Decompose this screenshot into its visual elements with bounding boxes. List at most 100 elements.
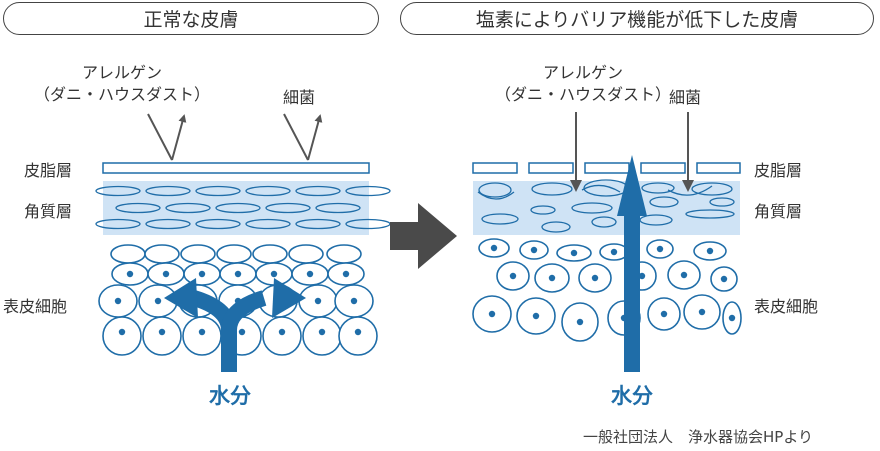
horny-cell xyxy=(691,182,733,196)
horny-cell xyxy=(478,182,512,198)
sebum-layer-broken xyxy=(472,162,741,174)
sebum-layer-intact xyxy=(102,162,370,174)
source-credit: 一般社団法人 浄水器協会HPより xyxy=(583,428,814,446)
horny-cell xyxy=(530,205,556,215)
epidermal-cell xyxy=(252,244,288,264)
cell-nucleus xyxy=(728,314,736,322)
horny-cell xyxy=(165,202,211,214)
cell-nucleus xyxy=(234,270,242,278)
damaged-skin-diagram xyxy=(472,112,742,372)
cell-nucleus xyxy=(198,328,206,336)
horny-cell xyxy=(295,218,341,230)
water-label-left: 水分 xyxy=(209,384,251,408)
water-split-arrow-icon xyxy=(164,278,306,372)
horny-cell xyxy=(571,202,613,214)
horny-cell xyxy=(95,185,141,197)
normal-skin-title-text: 正常な皮膚 xyxy=(143,9,239,31)
bacteria-reflect-arrow-icon xyxy=(283,113,323,161)
allergen-reflect-arrow-icon xyxy=(147,113,187,161)
sebum-layer-label-right: 皮脂層 xyxy=(754,161,803,180)
epidermal-cell xyxy=(326,244,362,264)
cell-nucleus xyxy=(720,275,728,283)
horny-cell xyxy=(195,185,241,197)
horny-cell xyxy=(265,202,311,214)
cell-nucleus xyxy=(126,270,134,278)
stratum-corneum-label-left: 角質層 xyxy=(24,202,73,221)
horny-cell xyxy=(145,218,191,230)
horny-cell xyxy=(245,218,291,230)
horny-cells-left xyxy=(95,185,391,230)
cell-nucleus xyxy=(278,328,286,336)
horny-cell xyxy=(649,196,679,208)
horny-cell xyxy=(481,213,519,225)
epidermal-cell xyxy=(262,316,302,356)
cell-nucleus xyxy=(270,270,278,278)
epidermal-cell xyxy=(144,244,180,264)
curled-horny-cell xyxy=(581,184,621,193)
horny-cell xyxy=(245,185,291,197)
cell-nucleus xyxy=(198,270,206,278)
horny-cell xyxy=(95,218,141,230)
cell-nucleus xyxy=(490,244,498,252)
water-label-right: 水分 xyxy=(611,384,653,408)
damaged-skin-title-text: 塩素によりバリア機能が低下した皮膚 xyxy=(475,9,799,31)
horny-cell xyxy=(685,209,735,219)
horny-cell xyxy=(195,218,241,230)
bacteria-label-left: 細菌 xyxy=(283,88,316,107)
cell-nucleus xyxy=(158,328,166,336)
horny-cell xyxy=(115,202,161,214)
epidermal-cell xyxy=(338,316,378,356)
cell-nucleus xyxy=(314,297,322,305)
horny-cell xyxy=(215,202,261,214)
cell-nucleus xyxy=(488,310,496,318)
cell-nucleus xyxy=(656,245,664,253)
cell-nucleus xyxy=(154,297,162,305)
horny-cell xyxy=(531,182,573,196)
normal-skin-diagram xyxy=(95,113,391,372)
allergen-label-right: アレルゲン （ダニ・ハウスダスト） xyxy=(495,62,671,106)
cell-nucleus xyxy=(570,249,578,257)
cell-nucleus xyxy=(660,310,668,318)
epidermal-cells-right xyxy=(472,238,742,342)
cell-nucleus xyxy=(306,270,314,278)
allergen-label-right-line1: アレルゲン xyxy=(542,63,624,82)
curled-horny-cell xyxy=(667,185,713,196)
allergen-penetrate-arrow-icon xyxy=(570,112,582,192)
cell-nucleus xyxy=(638,272,646,280)
cell-nucleus xyxy=(509,272,517,280)
cell-nucleus xyxy=(680,271,688,279)
epidermal-cell xyxy=(216,244,252,264)
horny-cell xyxy=(591,216,617,228)
stratum-corneum-label-right: 角質層 xyxy=(754,202,803,221)
cell-nucleus xyxy=(162,270,170,278)
cell-nucleus xyxy=(530,246,538,254)
bacteria-label-right: 細菌 xyxy=(669,88,702,107)
epidermal-cells-label-left: 表皮細胞 xyxy=(3,297,68,316)
water-escape-arrow-icon xyxy=(617,155,647,372)
allergen-label-left-line2: （ダニ・ハウスダスト） xyxy=(33,85,211,104)
sebum-layer-label-left: 皮脂層 xyxy=(24,161,73,180)
cell-nucleus xyxy=(342,270,350,278)
cell-nucleus xyxy=(238,328,246,336)
cell-nucleus xyxy=(698,308,706,316)
cell-nucleus xyxy=(548,274,556,282)
epidermal-cell xyxy=(110,244,146,264)
epidermal-cell xyxy=(102,316,142,356)
horny-cell xyxy=(345,185,391,197)
cell-nucleus xyxy=(114,297,122,305)
horny-cell xyxy=(145,185,191,197)
horny-cell xyxy=(541,221,571,233)
epidermal-cells-left xyxy=(98,244,378,356)
cell-nucleus xyxy=(706,247,714,255)
transition-arrow-icon xyxy=(390,203,457,269)
cell-nucleus xyxy=(118,328,126,336)
cell-nucleus xyxy=(532,312,540,320)
cell-nucleus xyxy=(610,248,618,256)
bacteria-penetrate-arrow-icon xyxy=(682,112,694,192)
epidermal-cell xyxy=(142,316,182,356)
curled-horny-cell xyxy=(477,191,515,200)
epidermal-cell xyxy=(180,244,216,264)
horny-cell xyxy=(295,185,341,197)
cell-nucleus xyxy=(576,318,584,326)
